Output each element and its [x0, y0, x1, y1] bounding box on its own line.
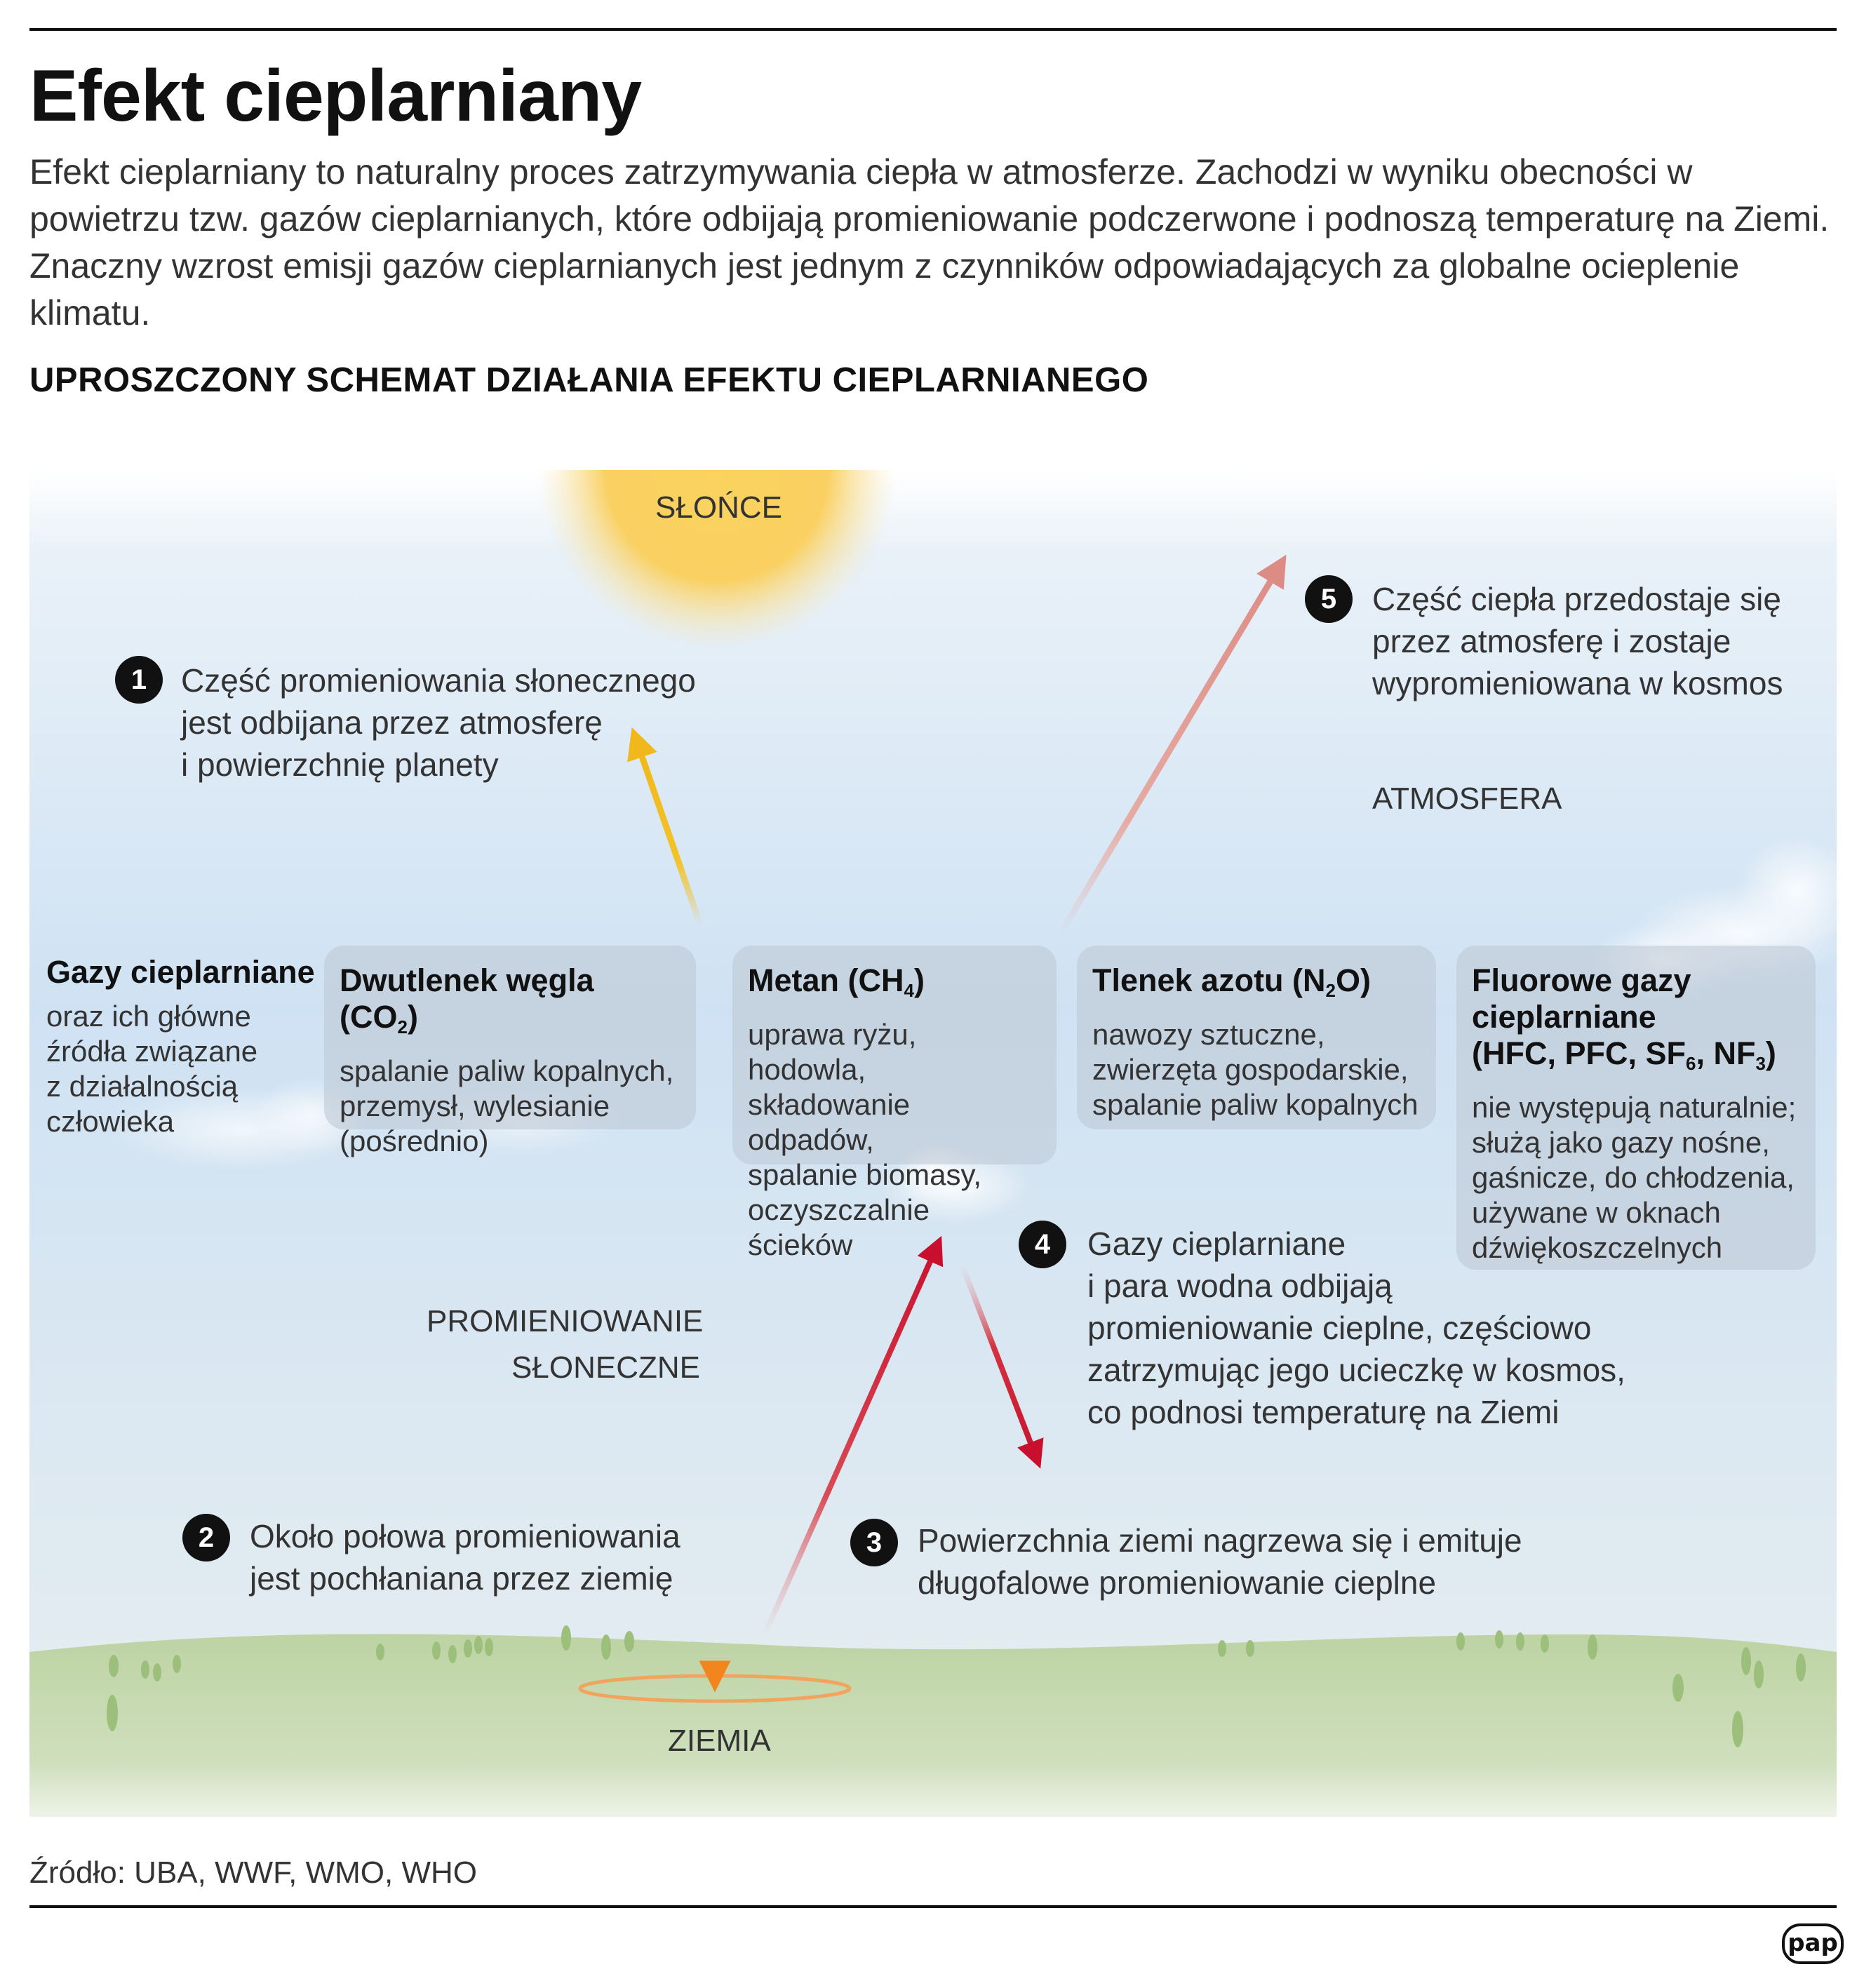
- gas-card-fluorinated-desc-2: służą jako gazy nośne,: [1472, 1126, 1770, 1159]
- pap-logo: pap: [1782, 1923, 1844, 1964]
- gas-card-ch4-desc-3: spalanie biomasy,: [748, 1158, 982, 1191]
- escaping-heat-arrow: [1058, 554, 1287, 935]
- step-3-line-1: Powierzchnia ziemi nagrzewa się i emituj…: [918, 1522, 1522, 1559]
- atmosphere-label: ATMOSFERA: [1372, 781, 1562, 816]
- gas-card-fluorinated-desc-4: używane w oknach: [1472, 1196, 1721, 1229]
- gas-card-fluorinated-desc-5: dźwiękoszczelnych: [1472, 1231, 1723, 1264]
- gas-card-co2-desc-2: przemysł, wylesianie: [340, 1089, 610, 1122]
- gases-intro: Gazy cieplarniane oraz ich główne źródła…: [46, 954, 341, 1139]
- sun-label: SŁOŃCE: [655, 490, 782, 525]
- gases-intro-heading: Gazy cieplarniane: [46, 954, 315, 990]
- reflected-radiation-arrow: [627, 727, 704, 926]
- gas-card-fluorinated-title-1: Fluorowe gazy: [1472, 962, 1691, 998]
- step-text-5: Część ciepła przedostaje się przez atmos…: [1372, 578, 1783, 704]
- gas-card-co2-desc-1: spalanie paliw kopalnych,: [340, 1054, 674, 1087]
- step-text-1: Część promieniowania słonecznego jest od…: [181, 659, 696, 786]
- page-title: Efekt cieplarniany: [29, 55, 642, 137]
- step-text-3: Powierzchnia ziemi nagrzewa się i emituj…: [918, 1519, 1522, 1604]
- step-5-line-3: wypromieniowana w kosmos: [1372, 665, 1783, 701]
- gas-card-n2o-desc-3: spalanie paliw kopalnych: [1092, 1088, 1419, 1121]
- intro-paragraph: Efekt cieplarniany to naturalny proces z…: [29, 152, 1830, 333]
- gas-card-ch4-desc-1: uprawa ryżu, hodowla,: [748, 1018, 917, 1086]
- ground: [29, 1634, 1837, 1817]
- step-text-2: Około połowa promieniowania jest pochłan…: [250, 1515, 680, 1599]
- step-badge-3: 3: [850, 1519, 898, 1566]
- gas-card-co2-title: Dwutlenek węgla (CO2): [340, 962, 594, 1037]
- step-5-line-2: przez atmosferę i zostaje: [1372, 623, 1731, 659]
- gas-card-ch4-title: Metan (CH4): [748, 962, 925, 1001]
- step-4-line-1: Gazy cieplarniane: [1087, 1225, 1346, 1262]
- gas-card-n2o-desc-2: zwierzęta gospodarskie,: [1092, 1053, 1409, 1086]
- gases-intro-line-3: z działalnością: [46, 1070, 239, 1103]
- heat-emission-arrow: [762, 1235, 944, 1636]
- gas-card-co2-desc-3: (pośrednio): [340, 1124, 489, 1157]
- trees: [107, 1625, 1806, 1747]
- gas-card-fluorinated-title-3: (HFC, PFC, SF6, NF3): [1472, 1035, 1776, 1074]
- gas-card-ch4-desc-4: oczyszczalnie ścieków: [748, 1193, 930, 1261]
- step-1-line-3: i powierzchnię planety: [181, 746, 499, 783]
- gases-intro-line-2: źródła związane: [46, 1035, 258, 1068]
- gas-card-co2: Dwutlenek węgla (CO2) spalanie paliw kop…: [324, 946, 696, 1157]
- step-badge-1: 1: [115, 656, 163, 704]
- gases-intro-line-4: człowieka: [46, 1105, 175, 1138]
- step-4-line-4: zatrzymując jego ucieczkę w kosmos,: [1087, 1352, 1625, 1388]
- radiation-label-line1: PROMIENIOWANIE: [427, 1304, 704, 1338]
- sun: [538, 428, 896, 649]
- gas-card-fluorinated-title-2: cieplarniane: [1472, 999, 1656, 1035]
- step-5-line-1: Część ciepła przedostaje się: [1372, 581, 1781, 617]
- gas-card-fluorinated: Fluorowe gazy cieplarniane (HFC, PFC, SF…: [1456, 946, 1816, 1270]
- source-note: Źródło: UBA, WWF, WMO, WHO: [29, 1855, 477, 1890]
- gas-card-ch4-desc-2: składowanie odpadów,: [748, 1088, 911, 1156]
- gases-intro-line-1: oraz ich główne: [46, 1000, 251, 1033]
- gas-card-ch4: Metan (CH4) uprawa ryżu, hodowla, składo…: [732, 946, 1057, 1261]
- step-badge-2: 2: [182, 1514, 230, 1561]
- step-1-line-1: Część promieniowania słonecznego: [181, 662, 696, 699]
- step-3-line-2: długofalowe promieniowanie cieplne: [918, 1564, 1437, 1601]
- gas-card-fluorinated-desc-1: nie występują naturalnie;: [1472, 1091, 1797, 1124]
- bottom-rule: [29, 1905, 1837, 1908]
- step-2-line-2: jest pochłaniana przez ziemię: [250, 1560, 673, 1597]
- heat-backradiation-arrow: [960, 1265, 1044, 1469]
- greenhouse-diagram: SŁOŃCE ATMOSFERA PROMIENIOWANIE SŁONECZN…: [29, 428, 1837, 1817]
- step-badge-5: 5: [1305, 575, 1353, 623]
- gas-card-n2o-title: Tlenek azotu (N2O): [1092, 962, 1372, 1001]
- step-2-line-1: Około połowa promieniowania: [250, 1518, 680, 1554]
- earth-label: ZIEMIA: [668, 1724, 771, 1758]
- diagram-subtitle: UPROSZCZONY SCHEMAT DZIAŁANIA EFEKTU CIE…: [29, 361, 1149, 399]
- gas-card-n2o-desc-1: nawozy sztuczne,: [1092, 1018, 1325, 1051]
- step-badge-4: 4: [1019, 1221, 1066, 1268]
- radiation-label-line2: SŁONECZNE: [511, 1350, 700, 1385]
- top-rule: [29, 28, 1837, 31]
- gas-card-fluorinated-desc-3: gaśnicze, do chłodzenia,: [1472, 1161, 1795, 1194]
- step-4-line-3: promieniowanie cieplne, częściowo: [1087, 1310, 1592, 1346]
- step-1-line-2: jest odbijana przez atmosferę: [181, 704, 603, 741]
- step-4-line-2: i para wodna odbijają: [1087, 1268, 1393, 1304]
- gas-card-n2o: Tlenek azotu (N2O) nawozy sztuczne, zwie…: [1077, 946, 1436, 1129]
- step-text-4: Gazy cieplarniane i para wodna odbijają …: [1087, 1223, 1625, 1433]
- step-4-line-5: co podnosi temperaturę na Ziemi: [1087, 1394, 1560, 1430]
